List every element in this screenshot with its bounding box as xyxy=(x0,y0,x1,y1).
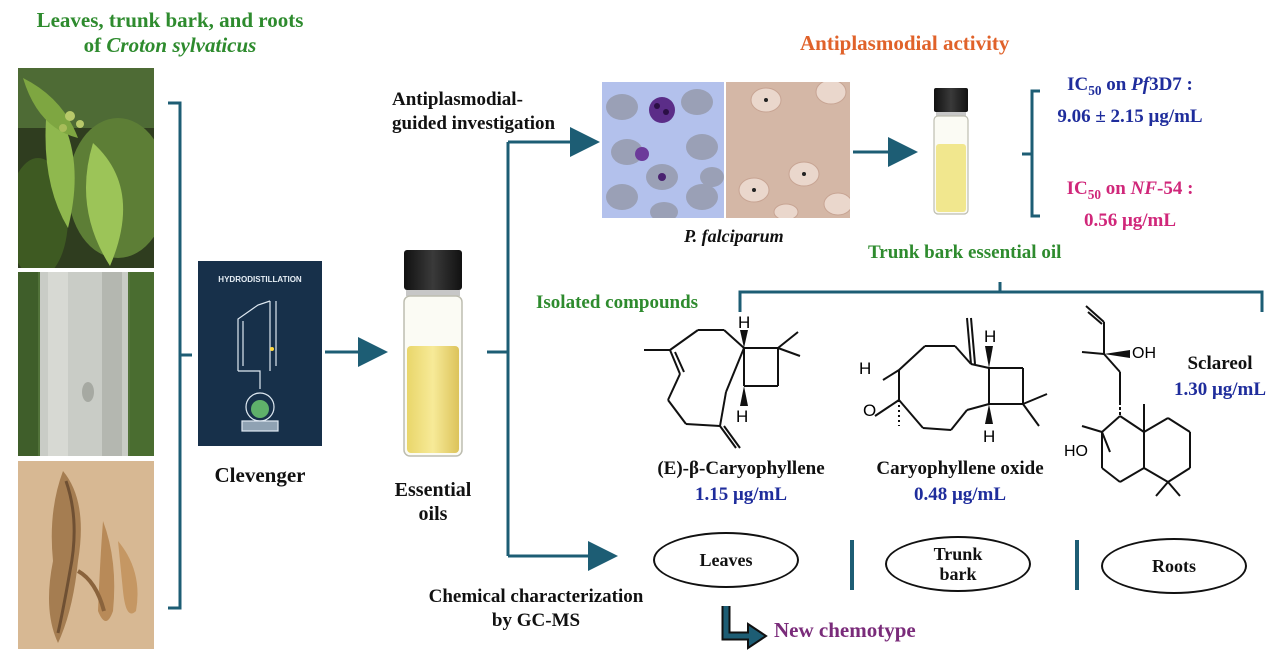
roots-oval: Roots xyxy=(1101,538,1247,594)
caryophyllene-oxide-structure-icon: H O H H xyxy=(859,317,1048,446)
oh-group-label: OH xyxy=(1132,345,1156,362)
red-blood-cells-icon xyxy=(602,82,724,218)
ic50-pf3d7-value: 9.06 ± 2.15 μg/mL xyxy=(1057,105,1203,127)
ho-group-label: HO xyxy=(1064,443,1088,460)
compound-sclareol: Sclareol 1.30 μg/mL xyxy=(1160,351,1280,403)
h-atom-label: H xyxy=(738,316,750,332)
compound-caryophyllene-oxide: Caryophyllene oxide 0.48 μg/mL xyxy=(852,456,1068,508)
compounds-brace xyxy=(738,282,1264,312)
ic50-pf3d7-label: IC50 on Pf3D7 : xyxy=(1067,74,1193,98)
isolated-compounds-label: Isolated compounds xyxy=(536,292,699,313)
parasite-caption: P. falciparum xyxy=(684,226,784,246)
ic50-nf54-value: 0.56 μg/mL xyxy=(1083,209,1177,231)
compound-name: Sclareol xyxy=(1187,353,1253,374)
sclareol-structure-icon: OH HO xyxy=(1064,305,1191,497)
trunk-bark-oil-label: Trunk bark essential oil xyxy=(868,242,1062,263)
leaves-icon xyxy=(18,68,154,268)
h-atom-label: H xyxy=(736,407,748,426)
caryophyllene-structure-icon: H H xyxy=(644,316,801,449)
compound-name: Caryophyllene oxide xyxy=(876,458,1044,479)
leaves-oval: Leaves xyxy=(653,532,799,588)
trunk-bark-oil-vial-icon xyxy=(933,88,969,215)
trunk-bark-photo xyxy=(18,272,154,456)
h-atom-label: H xyxy=(984,327,996,346)
guided-investigation-label: Antiplasmodial- guided investigation xyxy=(392,89,556,134)
ic50-nf54: IC50 on NF-54 : 0.56 μg/mL xyxy=(1040,176,1220,234)
activity-title: Antiplasmodial activity xyxy=(800,31,1010,55)
essential-oil-vial-icon xyxy=(403,250,463,457)
compound-ic50: 1.30 μg/mL xyxy=(1173,379,1267,400)
photos-bracket xyxy=(168,101,192,610)
source-title: Leaves, trunk bark, and roots of Croton … xyxy=(0,8,340,58)
ic50-nf54-label: IC50 on NF-54 : xyxy=(1066,178,1194,202)
compound-ic50: 0.48 μg/mL xyxy=(913,484,1007,505)
blood-smear-giemsa-image xyxy=(602,82,724,218)
compound-name: (E)-β-Caryophyllene xyxy=(657,458,825,479)
h-atom-label: H xyxy=(983,427,995,446)
trunk-bark-oval: Trunk bark xyxy=(885,536,1031,592)
roots-photo xyxy=(18,461,154,649)
compound-caryophyllene: (E)-β-Caryophyllene 1.15 μg/mL xyxy=(632,456,850,508)
species-name: Croton sylvaticus xyxy=(106,33,257,57)
blood-smear-unstained-image xyxy=(726,82,850,218)
h-atom-label: H xyxy=(859,359,871,378)
compound-ic50: 1.15 μg/mL xyxy=(694,484,788,505)
source-title-line1: Leaves, trunk bark, and roots xyxy=(36,8,304,32)
parasitized-cells-icon xyxy=(726,82,850,218)
distillation-apparatus-icon xyxy=(237,300,279,432)
essential-oils-label: Essential oils xyxy=(394,479,472,525)
source-title-line2: of Croton sylvaticus xyxy=(83,33,257,57)
ic50-pf3d7: IC50 on Pf3D7 : 9.06 ± 2.15 μg/mL xyxy=(1040,72,1220,130)
clevenger-panel-title: HYDRODISTILLATION xyxy=(218,275,302,284)
roots-icon xyxy=(18,461,154,649)
ic50-bracket xyxy=(1022,89,1040,218)
gcms-label: Chemical characterization by GC-MS xyxy=(428,586,644,631)
leaves-photo xyxy=(18,68,154,268)
new-chemotype-label: New chemotype xyxy=(774,618,916,642)
clevenger-label: Clevenger xyxy=(214,463,306,487)
o-atom-label: O xyxy=(863,401,876,420)
clevenger-diagram: HYDRODISTILLATION xyxy=(198,261,322,446)
trunk-icon xyxy=(18,272,154,456)
